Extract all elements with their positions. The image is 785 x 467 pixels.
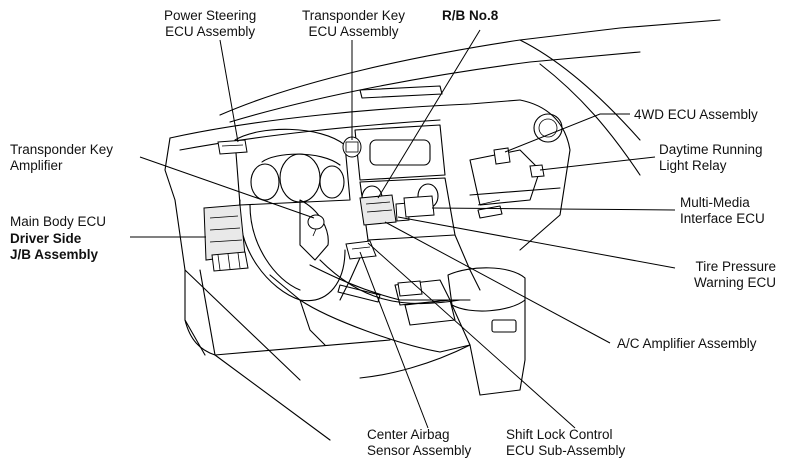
label-driver-side-jb: Driver Side J/B Assembly bbox=[10, 231, 98, 263]
label-line: R/B No.8 bbox=[442, 8, 499, 23]
label-ac-amplifier: A/C Amplifier Assembly bbox=[617, 336, 757, 352]
label-line: Transponder Key bbox=[302, 8, 406, 23]
label-shift-lock-control-ecu: Shift Lock Control ECU Sub-Assembly bbox=[506, 427, 625, 459]
label-rb-no8: R/B No.8 bbox=[442, 8, 498, 24]
label-transponder-key-amplifier: Transponder Key Amplifier bbox=[10, 142, 113, 174]
label-line: Multi-Media bbox=[680, 195, 750, 210]
dashboard bbox=[164, 85, 571, 251]
label-line: Tire Pressure bbox=[695, 259, 776, 274]
label-line: Daytime Running bbox=[659, 142, 763, 157]
label-line: Power Steering bbox=[164, 8, 257, 23]
label-line: Driver Side bbox=[10, 231, 82, 246]
leader-lines bbox=[130, 29, 676, 429]
driver-jb-part bbox=[203, 204, 249, 272]
floor-and-door bbox=[174, 199, 391, 441]
label-line: ECU Assembly bbox=[308, 24, 399, 39]
label-tire-pressure-warning-ecu: Tire Pressure Warning ECU bbox=[694, 259, 776, 291]
windshield-outline bbox=[219, 19, 721, 176]
label-line: ECU Assembly bbox=[165, 24, 256, 39]
label-main-body-ecu: Main Body ECU bbox=[10, 214, 106, 230]
label-line: Warning ECU bbox=[693, 275, 776, 290]
label-line: Shift Lock Control bbox=[506, 427, 613, 442]
transponder-key-ecu-part bbox=[342, 136, 362, 158]
label-line: Amplifier bbox=[10, 158, 63, 173]
label-daytime-running-light-relay: Daytime Running Light Relay bbox=[659, 142, 763, 174]
center-console bbox=[299, 264, 526, 396]
instrument-cluster bbox=[234, 128, 351, 206]
multimedia-ecu-part bbox=[403, 195, 435, 218]
label-line: ECU Sub-Assembly bbox=[506, 443, 626, 458]
wd4-ecu-part bbox=[493, 147, 511, 165]
label-line: 4WD ECU Assembly bbox=[634, 107, 758, 122]
rb8-part bbox=[359, 194, 410, 226]
label-line: Interface ECU bbox=[680, 211, 765, 226]
steering-wheel bbox=[239, 199, 346, 346]
transponder-amplifier-part bbox=[307, 214, 325, 237]
label-4wd-ecu: 4WD ECU Assembly bbox=[634, 107, 758, 123]
label-line: Center Airbag bbox=[367, 427, 450, 442]
label-center-airbag-sensor: Center Airbag Sensor Assembly bbox=[367, 427, 471, 459]
label-transponder-key-ecu: Transponder Key ECU Assembly bbox=[302, 8, 405, 40]
label-multimedia-interface-ecu: Multi-Media Interface ECU bbox=[680, 195, 765, 227]
shift-lock-part bbox=[397, 280, 423, 297]
label-line: Transponder Key bbox=[10, 142, 114, 157]
label-line: Sensor Assembly bbox=[367, 443, 472, 458]
label-line: J/B Assembly bbox=[10, 247, 99, 262]
center-airbag-part bbox=[345, 240, 377, 260]
label-line: Main Body ECU bbox=[10, 214, 107, 229]
label-line: Light Relay bbox=[659, 158, 727, 173]
label-line: A/C Amplifier Assembly bbox=[617, 336, 757, 351]
label-power-steering-ecu: Power Steering ECU Assembly bbox=[164, 8, 256, 40]
power-steering-ecu-part bbox=[217, 139, 248, 155]
daytime-relay-part bbox=[529, 164, 545, 178]
